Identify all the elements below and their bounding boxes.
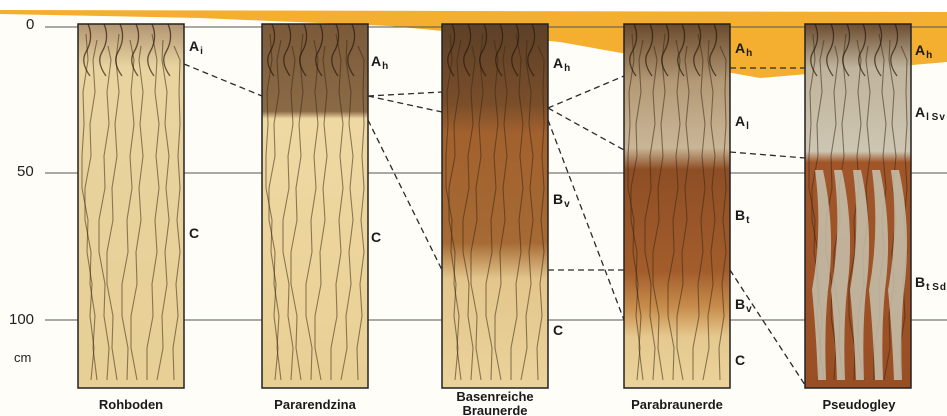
horizon-label: C: [371, 229, 381, 245]
horizon-sub2: v: [939, 112, 945, 123]
profile-name-line1: Parabraunerde: [602, 398, 752, 412]
horizon-sub: i: [200, 46, 203, 57]
profile-name-line2: Braunerde: [420, 404, 570, 416]
horizon-main: A: [735, 40, 745, 56]
horizon-correlation-line: [368, 120, 442, 270]
horizon-label: Ah: [735, 40, 752, 59]
horizon-label: Ai: [189, 38, 203, 57]
horizon-main: A: [915, 104, 925, 120]
horizon-correlation-line: [548, 108, 624, 150]
horizon-correlation-line: [548, 76, 624, 108]
profile-name-line1: Pseudogley: [784, 398, 934, 412]
horizon-label: Bt Sd: [915, 274, 946, 293]
horizon-main: A: [915, 42, 925, 58]
horizon-label: Ah: [371, 53, 388, 72]
horizon-sub: v: [746, 304, 752, 315]
horizon-correlation-line: [184, 64, 262, 96]
horizon-main: A: [553, 55, 563, 71]
profile-name-line1: Pararendzina: [240, 398, 390, 412]
profile-name: Parabraunerde: [602, 398, 752, 412]
horizon-main: C: [371, 229, 381, 245]
horizon-sub: t: [746, 215, 749, 226]
horizon-label: C: [735, 352, 745, 368]
horizon-sub: h: [382, 61, 388, 72]
horizon-label: C: [189, 225, 199, 241]
profile-name: Pseudogley: [784, 398, 934, 412]
profile-name: BasenreicheBraunerde: [420, 390, 570, 416]
horizon-label: C: [553, 322, 563, 338]
horizon-main: C: [553, 322, 563, 338]
horizon-main: A: [735, 113, 745, 129]
profile-name: Pararendzina: [240, 398, 390, 412]
horizon-label: Bv: [735, 296, 752, 315]
tick-50: 50: [17, 163, 34, 180]
horizon-main: C: [735, 352, 745, 368]
horizon-label: Bv: [553, 191, 570, 210]
horizon-sub: l S: [926, 112, 938, 123]
horizon-main: A: [371, 53, 381, 69]
horizon-sub: h: [926, 50, 932, 61]
horizon-label: Ah: [915, 42, 932, 61]
horizon-label: Al: [735, 113, 749, 132]
horizon-label: Al Sv: [915, 104, 945, 123]
horizon-main: B: [915, 274, 925, 290]
horizon-sub: h: [564, 63, 570, 74]
horizon-label: Bt: [735, 207, 749, 226]
horizon-sub2: d: [940, 282, 946, 293]
horizon-main: B: [735, 207, 745, 223]
tick-0: 0: [26, 16, 34, 33]
tick-100: 100: [9, 311, 34, 328]
horizon-correlation-line: [368, 96, 442, 112]
profile-name-line1: Basenreiche: [420, 390, 570, 404]
horizon-correlation-line: [548, 120, 624, 320]
horizon-sub: l: [746, 121, 749, 132]
profile-name: Rohboden: [56, 398, 206, 412]
horizon-correlation-line: [368, 92, 442, 96]
horizon-correlation-line: [730, 152, 805, 158]
top-margin: [0, 0, 947, 12]
horizon-main: B: [735, 296, 745, 312]
horizon-sub: h: [746, 48, 752, 59]
horizon-main: B: [553, 191, 563, 207]
horizon-label: Ah: [553, 55, 570, 74]
depth-unit: cm: [14, 350, 31, 365]
horizon-sub: v: [564, 199, 570, 210]
horizon-sub: t S: [926, 282, 939, 293]
horizon-main: C: [189, 225, 199, 241]
horizon-main: A: [189, 38, 199, 54]
profile-name-line1: Rohboden: [56, 398, 206, 412]
